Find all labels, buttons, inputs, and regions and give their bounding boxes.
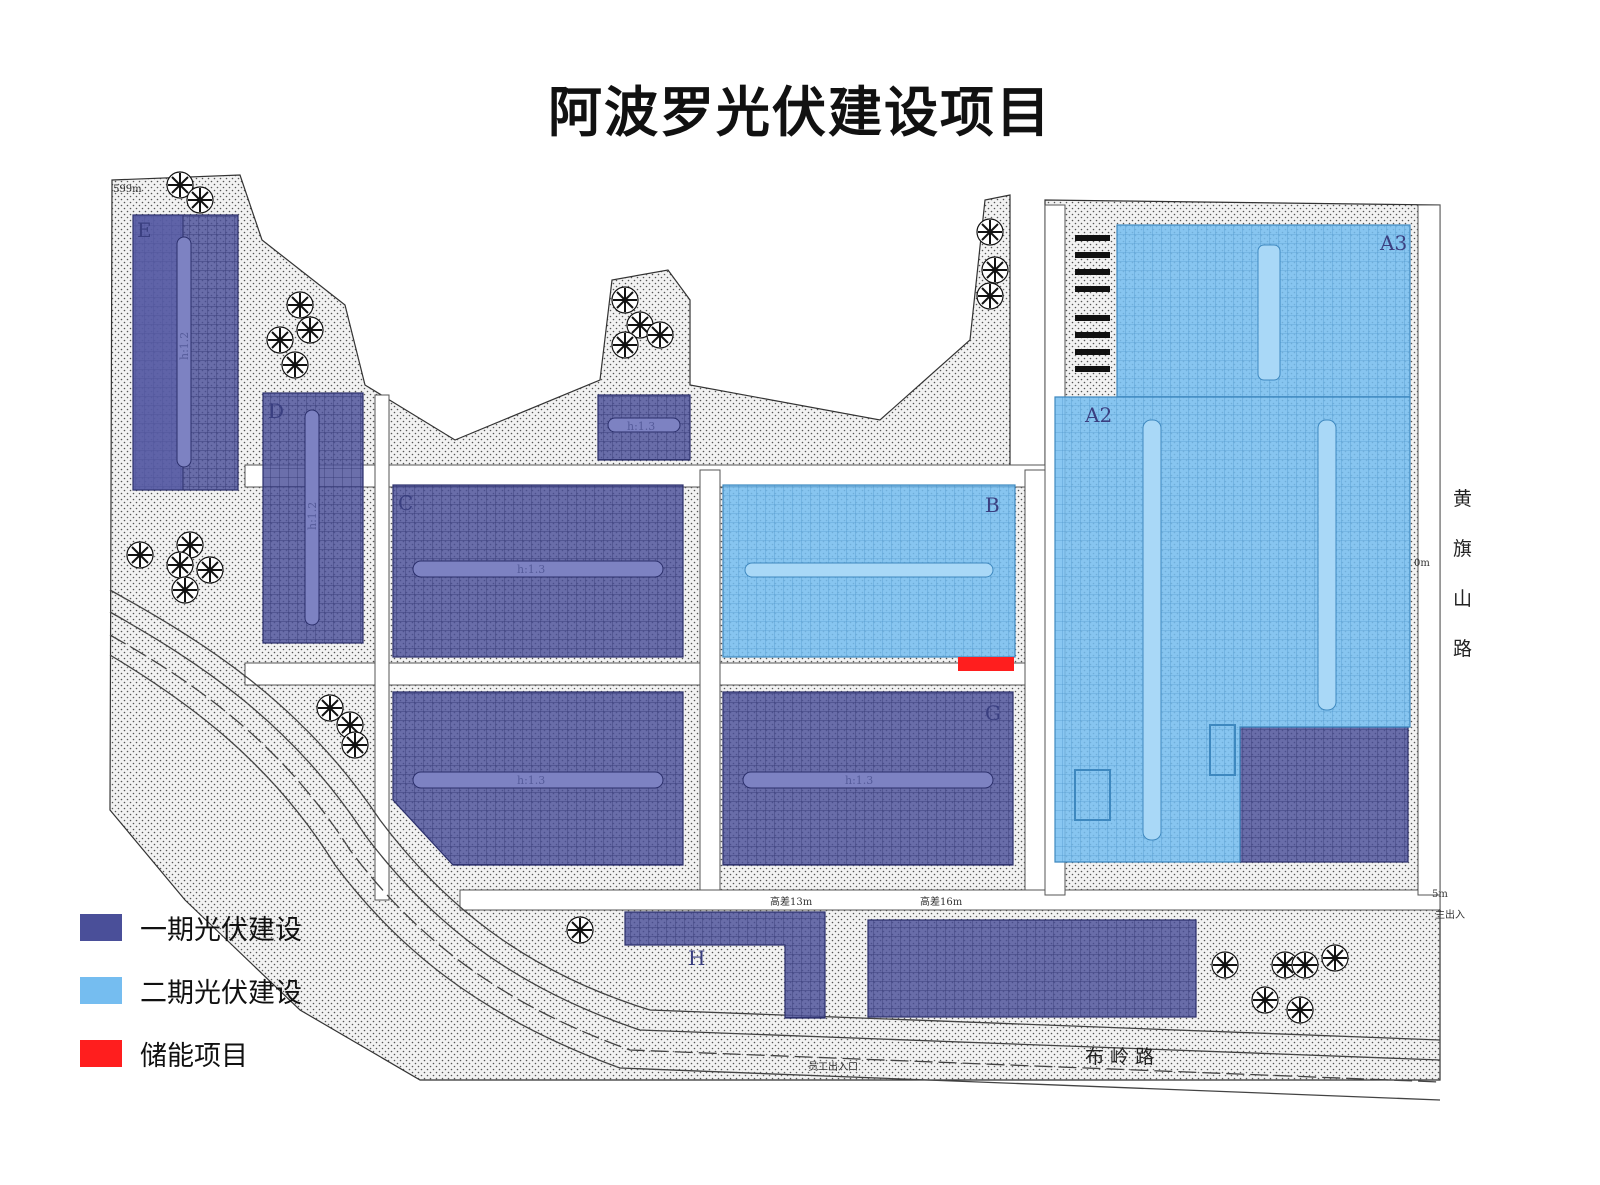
label-g: G [985,701,1001,725]
height-label-g: h:1.3 [845,774,873,787]
svg-text:路: 路 [1453,638,1472,660]
legend-phase2: 二期光伏建设 [80,973,302,1009]
label-d: D [268,399,284,423]
label-c: C [398,491,413,515]
svg-text:山: 山 [1453,588,1472,610]
curved-road [109,589,1441,1101]
note-width-0m: 0m [1414,558,1430,569]
note-width-599: 599m [113,184,142,195]
building-e-wing [132,214,184,491]
phase2-buildings [722,224,1411,863]
height-labels: h:1.2 h:1.2 h:1.3 h:1.3 h:1.3 h:1.3 [178,332,873,787]
legend-swatch-phase1 [80,913,122,941]
road-name-right: 黄 旗 山 路 [1453,488,1472,660]
legend-swatch-phase2 [80,976,122,1004]
road-name-bottom: 布 岭 路 [1085,1046,1154,1068]
label-b: B [985,493,1000,517]
page-title: 阿波罗光伏建设项目 [548,80,1052,144]
note-width-5m: 5m [1432,889,1448,900]
legend-label-storage: 储能项目 [140,1040,248,1072]
building-bottom [867,919,1197,1018]
annotations: 高差13m 高差16m 员工出入口 主出入 599m 5m 0m [113,184,1465,1073]
legend-label-phase2: 二期光伏建设 [140,977,302,1009]
energy-storage-block [958,657,1014,671]
building-a1 [1239,726,1409,863]
building-h [624,911,826,1019]
label-a3: A3 [1379,231,1407,255]
phase1-buildings [132,214,1409,1019]
legend-phase1: 一期光伏建设 [80,910,302,946]
height-label-small: h:1.3 [627,420,655,433]
building-labels: E D C B G H A2 A3 [137,218,1407,970]
label-a2: A2 [1084,403,1112,427]
note-staff-entrance: 员工出入口 [808,1060,858,1073]
roads [244,204,1441,911]
height-label-f: h:1.3 [517,774,545,787]
height-label-e: h:1.2 [178,332,191,360]
legend-swatch-storage [80,1039,122,1067]
legend-storage: 储能项目 [80,1036,248,1072]
label-h: H [688,946,705,970]
svg-text:旗: 旗 [1453,538,1472,560]
legend-label-phase1: 一期光伏建设 [140,914,302,946]
label-e: E [137,218,152,242]
svg-text:黄: 黄 [1453,488,1472,510]
note-gap-13: 高差13m [770,895,813,908]
height-label-d: h:1.2 [306,502,319,530]
note-gap-16: 高差16m [920,895,963,908]
height-label-c: h:1.3 [517,563,545,576]
note-main-entrance: 主出入 [1435,908,1465,921]
parking-marks [1075,235,1110,372]
